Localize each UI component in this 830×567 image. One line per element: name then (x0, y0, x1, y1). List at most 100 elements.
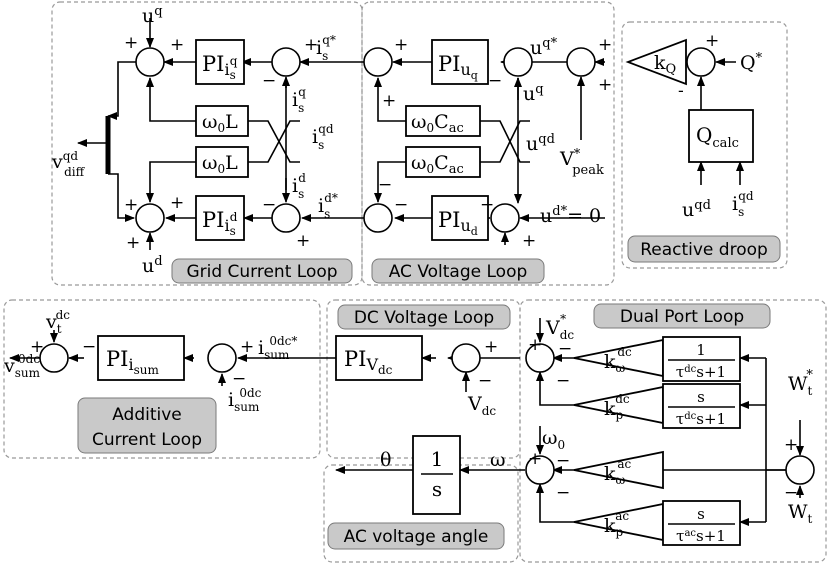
svg-text:−: − (556, 483, 570, 503)
sum-junction-q-grid (135, 47, 165, 77)
svg-text:+: + (296, 231, 310, 251)
label-isq-feedback: isq (292, 85, 306, 115)
label-vsum: vsum0dc (3, 352, 41, 380)
omega-l-top-block (195, 105, 249, 137)
omega-l-bottom-text: ω0L (202, 152, 238, 176)
svg-text:−: − (262, 195, 276, 215)
kq-gain-triangle (625, 38, 687, 86)
sum-junction-d-ac-err (490, 203, 520, 233)
tf-dc-highpass-num: s (697, 388, 705, 406)
pi-uq-text: PIuq (438, 52, 478, 82)
svg-text:−: − (82, 337, 96, 357)
ac-voltage-angle-label: AC voltage angle (344, 527, 489, 547)
tf-dc-lowpass-den: τdcs+1 (676, 363, 726, 381)
label-wt-star: Wt* (788, 368, 813, 398)
label-wt: Wt (788, 501, 813, 526)
grid-current-loop-frame (51, 1, 363, 286)
label-isum-fb: isum0dc (228, 386, 262, 414)
kq-gain-text: kQ (654, 52, 676, 77)
pi-isd-block (195, 195, 245, 241)
label-theta: θ (380, 449, 391, 471)
sum-junction-vdc (451, 343, 481, 373)
svg-text:−: − (784, 483, 798, 503)
svg-text:+: + (240, 337, 254, 357)
q-calc-text: Qcalc (696, 123, 739, 151)
label-uq-feedback: uq (523, 82, 544, 105)
label-isd-star: isd* (318, 191, 338, 221)
sum-junction-d-grid (135, 203, 165, 233)
svg-text:+: + (124, 33, 138, 53)
svg-text:+: + (382, 91, 396, 111)
pi-vdc-block (335, 335, 423, 381)
omega-c-bottom-text: ω0Cac (411, 152, 464, 177)
label-isum-star: isum0dc* (258, 334, 297, 362)
label-vdc-fb: Vdc (467, 393, 496, 418)
tf-ac-highpass-den: τacs+1 (676, 527, 726, 545)
svg-text:+: + (528, 449, 542, 469)
omega-c-bottom-block (405, 146, 481, 178)
tf-ac-highpass-num: s (697, 505, 705, 523)
summing-signs: + + + − + + − + + + - + + + − + − − − + … (30, 31, 798, 503)
ac-voltage-loop-frame (361, 1, 615, 286)
sum-junction-q-peak (566, 47, 596, 77)
pi-ud-text: PIud (438, 208, 478, 238)
svg-text:−: − (232, 369, 246, 389)
dc-voltage-loop-label: DC Voltage Loop (354, 308, 494, 328)
sum-junction-d-grid-err (271, 203, 301, 233)
sum-junction-q-ac-err (503, 47, 533, 77)
svg-text:+: + (304, 35, 318, 55)
svg-text:+: + (784, 435, 798, 455)
omega-c-top-block (405, 105, 481, 137)
additive-current-loop-label-line1: Additive (112, 405, 182, 425)
label-uqd-reactive: uqd (682, 198, 711, 221)
label-omega0: ω0 (542, 427, 565, 452)
svg-text:+: + (705, 31, 719, 51)
pi-isd-text: PIisd (202, 208, 238, 238)
reactive-droop-frame (621, 21, 788, 269)
svg-text:+: + (170, 193, 184, 213)
k-p-dc-text: kpdc (604, 392, 630, 422)
k-omega-ac-text: kωac (604, 457, 631, 487)
k-omega-dc-text: kωdc (604, 345, 632, 375)
svg-text:+: + (598, 35, 612, 55)
grid-current-loop-label: Grid Current Loop (186, 262, 337, 282)
additive-current-loop-label-line2: Current Loop (92, 430, 202, 450)
pi-uq-block (431, 39, 489, 85)
label-uq-star: uq* (530, 36, 558, 59)
svg-text:−: − (262, 71, 276, 91)
svg-text:+: + (598, 75, 612, 95)
label-uq-top: uq (142, 4, 163, 27)
svg-text:+: + (484, 337, 498, 357)
pi-vdc-text: PIVdc (344, 347, 393, 377)
label-omega: ω (490, 449, 506, 471)
tf-dc-highpass-den: τdcs+1 (676, 410, 726, 428)
svg-text:−: − (394, 195, 408, 215)
label-vdc-star: Vdc* (545, 312, 574, 342)
omega-l-top-text: ω0L (202, 111, 238, 135)
tf-dc-lowpass-num: 1 (696, 341, 706, 359)
pi-ud-block (431, 195, 489, 241)
svg-text:-: - (678, 81, 684, 101)
integrator-block (412, 435, 461, 515)
svg-text:+: + (522, 231, 536, 251)
label-q-star: Q* (740, 51, 763, 74)
label-uqd-ac: uqd (526, 132, 555, 155)
k-p-ac-text: kpac (604, 509, 629, 539)
svg-text:−: − (478, 371, 492, 391)
sum-junction-q-ac (363, 47, 393, 77)
ac-voltage-loop-label: AC Voltage Loop (389, 262, 528, 282)
pi-isq-text: PIisq (202, 52, 238, 82)
tf-dc-lowpass-block (662, 336, 741, 382)
svg-text:−: − (556, 371, 570, 391)
pi-isum-block (97, 335, 185, 381)
sum-junction-d-ac (363, 203, 393, 233)
additive-current-loop-frame (3, 299, 321, 459)
sum-junction-q-grid-err (271, 47, 301, 77)
svg-text:−: − (378, 175, 392, 195)
sum-junction-reactive (686, 47, 716, 77)
svg-text:−: − (488, 71, 502, 91)
svg-text:+: + (124, 195, 138, 215)
svg-text:+: + (126, 233, 140, 253)
svg-text:+: + (528, 335, 542, 355)
